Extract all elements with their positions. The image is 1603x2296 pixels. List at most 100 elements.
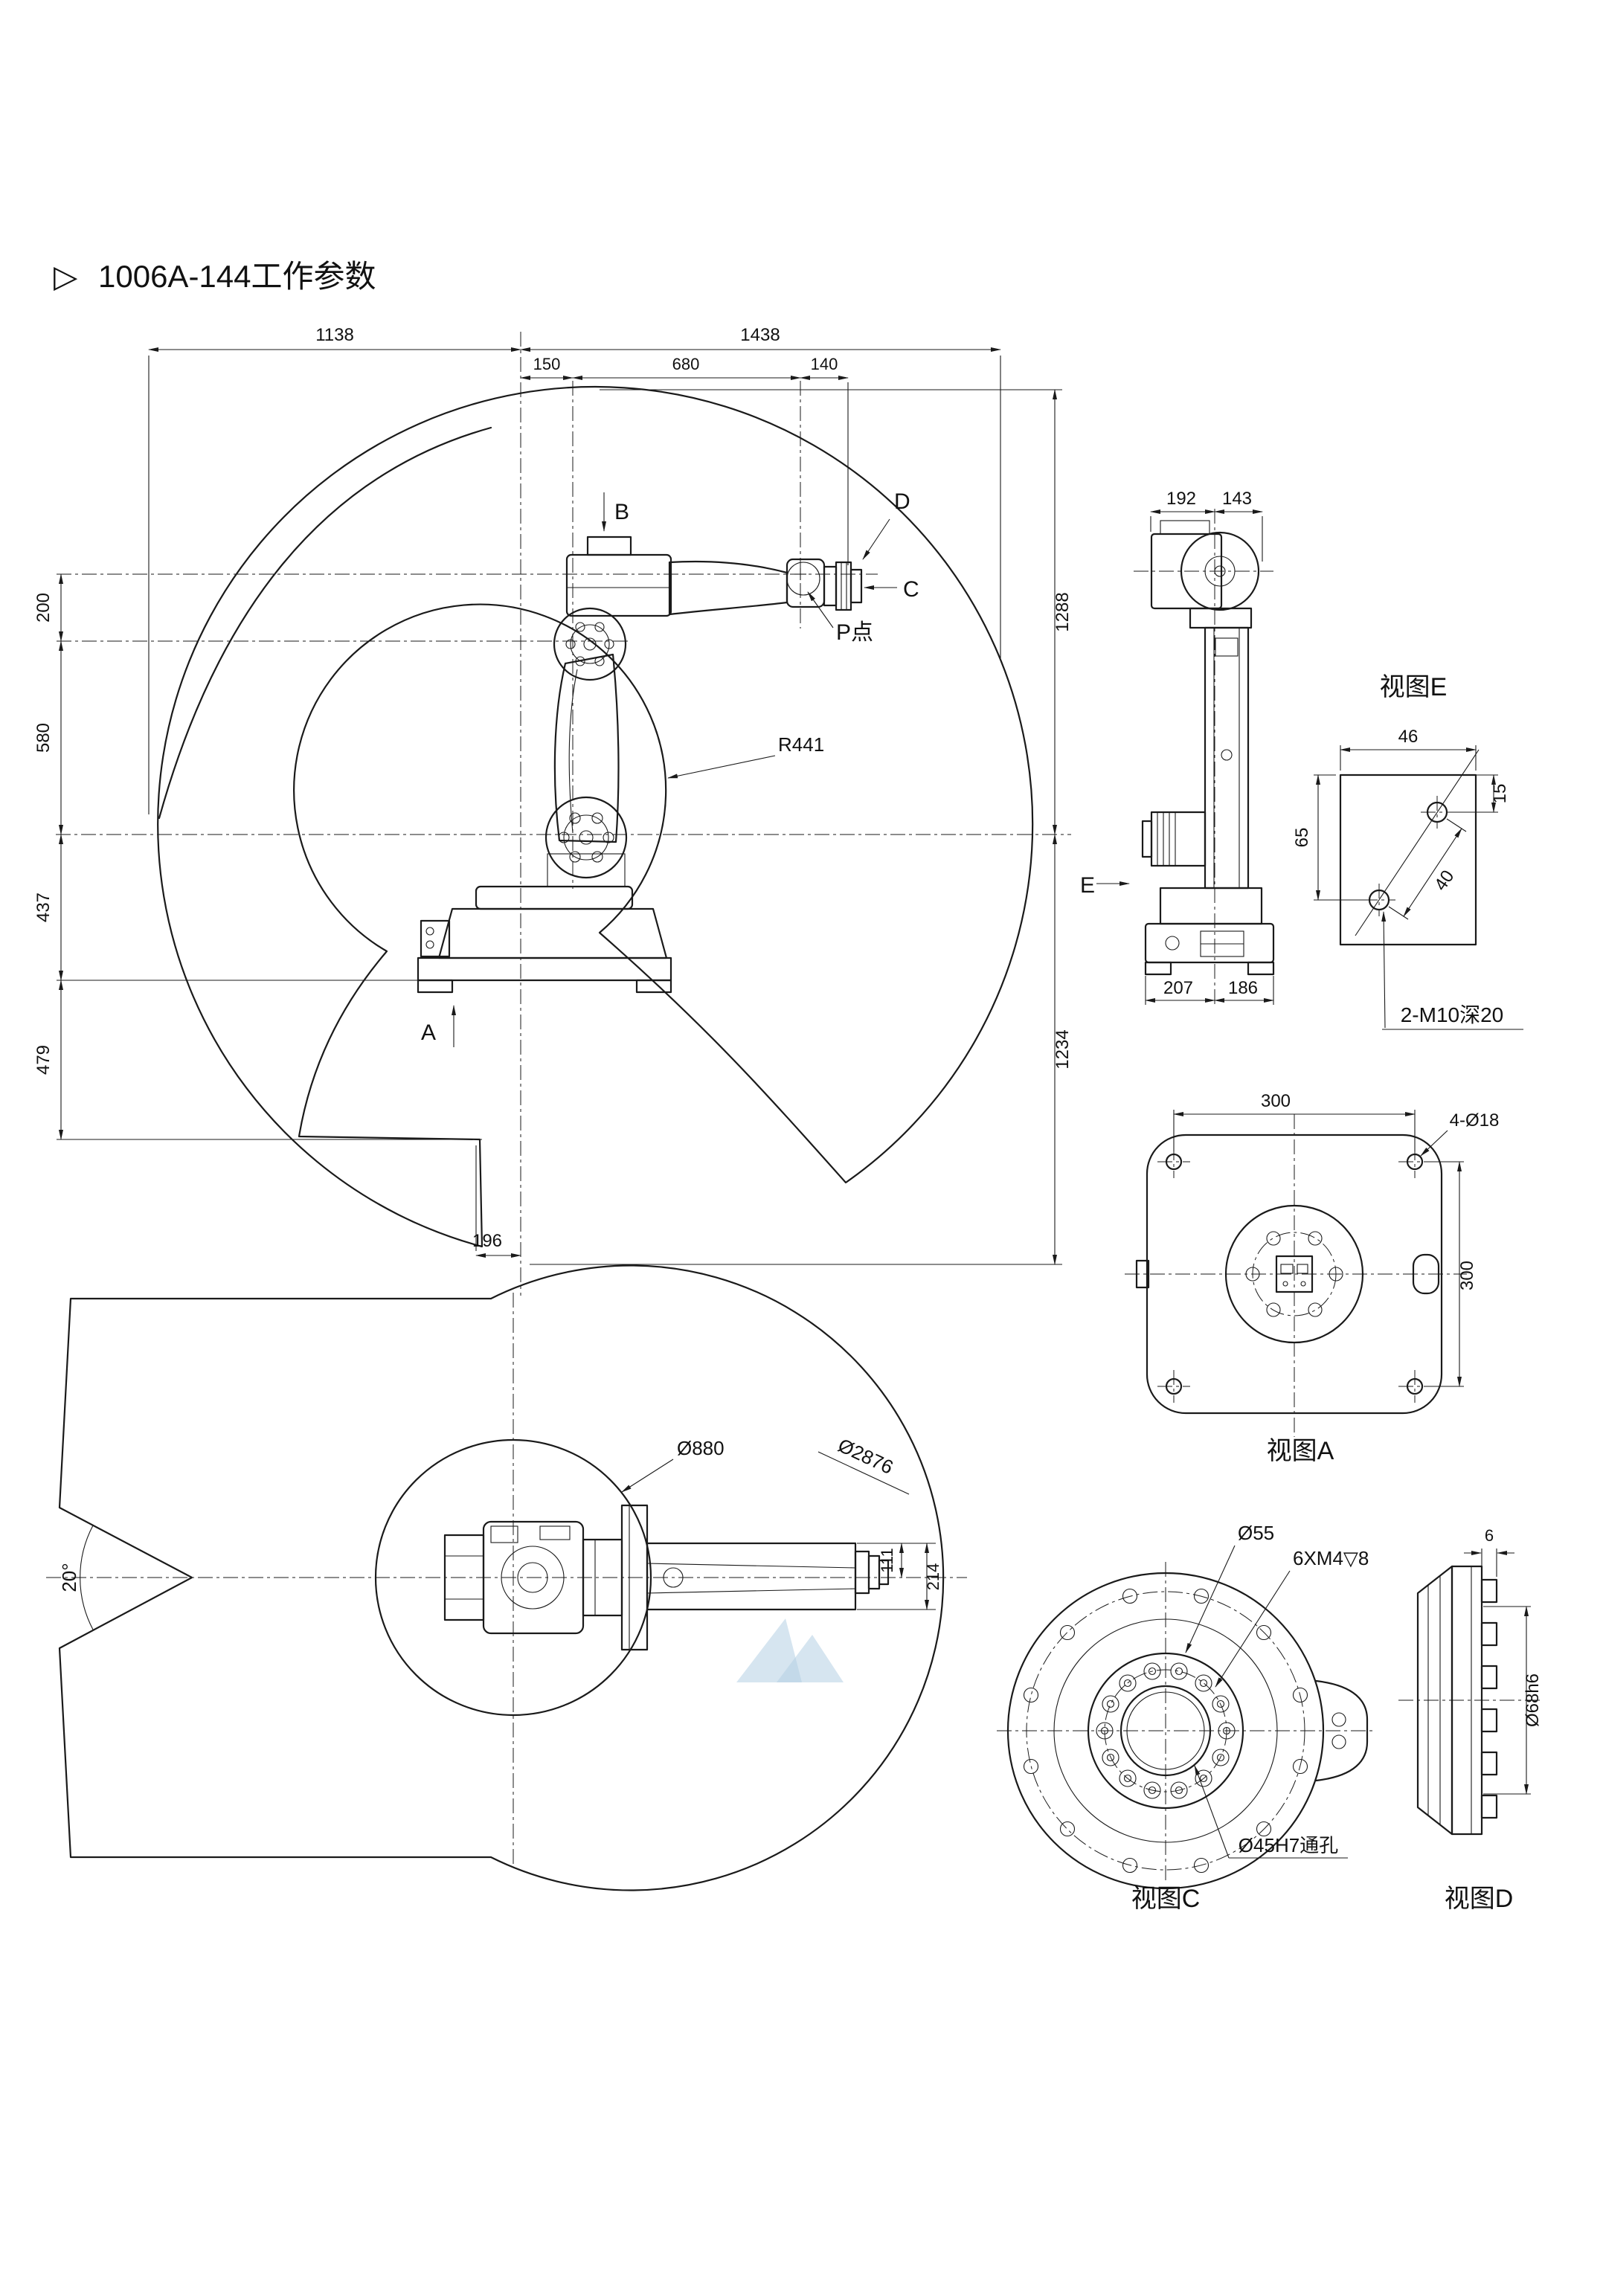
dim-65: 65 [1292, 828, 1312, 848]
hole [1059, 1821, 1076, 1837]
base-connector-box [420, 919, 451, 958]
view-a-dimensions: 300 300 4-Ø18 [1173, 1091, 1500, 1387]
hole [1170, 1662, 1188, 1680]
wrist-circle [786, 562, 820, 596]
shoulder-support [547, 853, 626, 887]
lug [1480, 1751, 1498, 1776]
work-envelope-outline [157, 385, 1034, 1248]
hole [1212, 1749, 1230, 1766]
dim-143: 143 [1222, 489, 1252, 509]
base-body [437, 907, 668, 959]
hole [569, 851, 581, 863]
hole [1266, 1231, 1281, 1246]
rear-view: 192 143 207 186 [1134, 489, 1275, 1005]
top-view: 20° [46, 1264, 967, 1891]
hole [591, 851, 603, 863]
label-b: B [614, 500, 629, 524]
view-d-title: 视图D [1445, 1885, 1514, 1913]
connector-hole [425, 940, 434, 949]
outer-bolt-circle [1026, 1591, 1305, 1871]
view-e-plate [1339, 774, 1477, 946]
side-tab [1135, 1259, 1150, 1289]
shoulder-bolt-ring [563, 814, 609, 861]
hole [1331, 1734, 1346, 1749]
hole [1308, 1302, 1323, 1317]
dim-111: 111 [878, 1548, 896, 1572]
connector-slot [1297, 1264, 1308, 1274]
view-e-dimensions: 46 65 15 40 2-M10深20 [1292, 727, 1523, 1030]
side-view-extension-lines [57, 356, 1062, 1265]
hole-diagonal-line [1355, 749, 1480, 936]
base-foot-right [635, 979, 672, 994]
column [1204, 626, 1250, 890]
inner-bolt-circle [1104, 1669, 1227, 1792]
hole [1123, 1679, 1132, 1688]
side-view-dimensions: 1138 1438 150 680 140 200 580 437 479 12… [33, 325, 1073, 1265]
shoulder-joint-circle [544, 796, 628, 879]
radius-label: R441 [778, 733, 824, 756]
side-slot [1412, 1253, 1440, 1295]
hole [1102, 1695, 1119, 1713]
hole [1148, 1667, 1157, 1676]
connector-slot [1280, 1264, 1294, 1274]
flange-disc [835, 561, 852, 611]
hole [1193, 1857, 1210, 1874]
base-foot [1247, 961, 1275, 976]
hole [1292, 1687, 1308, 1703]
flange-outer-circle [1006, 1572, 1325, 1890]
wrist-neck [823, 565, 838, 607]
hole [1165, 936, 1180, 951]
flange-lugs [1480, 1578, 1498, 1819]
hole [591, 812, 603, 824]
label-e: E [1080, 873, 1095, 898]
hole [1256, 1624, 1272, 1641]
inner-sweep-arc [158, 426, 492, 820]
dim-46: 46 [1398, 727, 1419, 747]
dia-880: Ø880 [677, 1437, 725, 1459]
bore-note: Ø45H7通孔 [1239, 1834, 1338, 1856]
lug [1480, 1794, 1498, 1819]
note-4-d18: 4-Ø18 [1450, 1110, 1500, 1131]
dim-40: 40 [1430, 866, 1458, 894]
dim-300-top: 300 [1261, 1091, 1291, 1111]
base-plate [1144, 922, 1275, 964]
base-foot-left [417, 979, 454, 994]
center-bore [1119, 1685, 1212, 1777]
dim-207: 207 [1163, 978, 1193, 998]
hole [594, 622, 605, 632]
elbow-bolt-ring [570, 624, 610, 664]
base-plate [417, 956, 672, 982]
view-c-title: 视图C [1131, 1885, 1201, 1913]
wedge-angle-arc [80, 1525, 94, 1630]
view-c-annotations: Ø55 6XM4▽8 Ø45H7通孔 [1185, 1522, 1369, 1859]
hole [1195, 1674, 1212, 1692]
view-e-title: 视图E [1380, 673, 1448, 701]
hole [604, 639, 614, 649]
hole [1106, 1753, 1115, 1762]
dim-1438: 1438 [740, 325, 780, 345]
dia-68h6: Ø68h6 [1523, 1673, 1543, 1727]
dim-192: 192 [1166, 489, 1196, 509]
title-block: ▷ 1006A-144工作参数 [54, 259, 376, 294]
dia-2876: Ø2876 [835, 1434, 896, 1479]
dim-479: 479 [33, 1045, 54, 1075]
turret-circle [501, 1546, 565, 1610]
hole [1102, 1749, 1119, 1766]
hole [583, 637, 597, 651]
dia-55: Ø55 [1238, 1522, 1274, 1544]
hole [1221, 749, 1233, 761]
dim-214: 214 [924, 1563, 942, 1591]
hole [1199, 1774, 1208, 1783]
dim-1234: 1234 [1053, 1029, 1073, 1069]
label-a: A [421, 1020, 436, 1045]
hole [1212, 1695, 1230, 1713]
hole [1119, 1769, 1137, 1787]
hole [1143, 1781, 1161, 1799]
dim-1138: 1138 [315, 325, 354, 345]
j2-motor-circle [1180, 531, 1260, 611]
hole [1329, 1267, 1343, 1282]
hole [1218, 1722, 1236, 1740]
hole [1175, 1667, 1183, 1676]
hole [1119, 1674, 1137, 1692]
